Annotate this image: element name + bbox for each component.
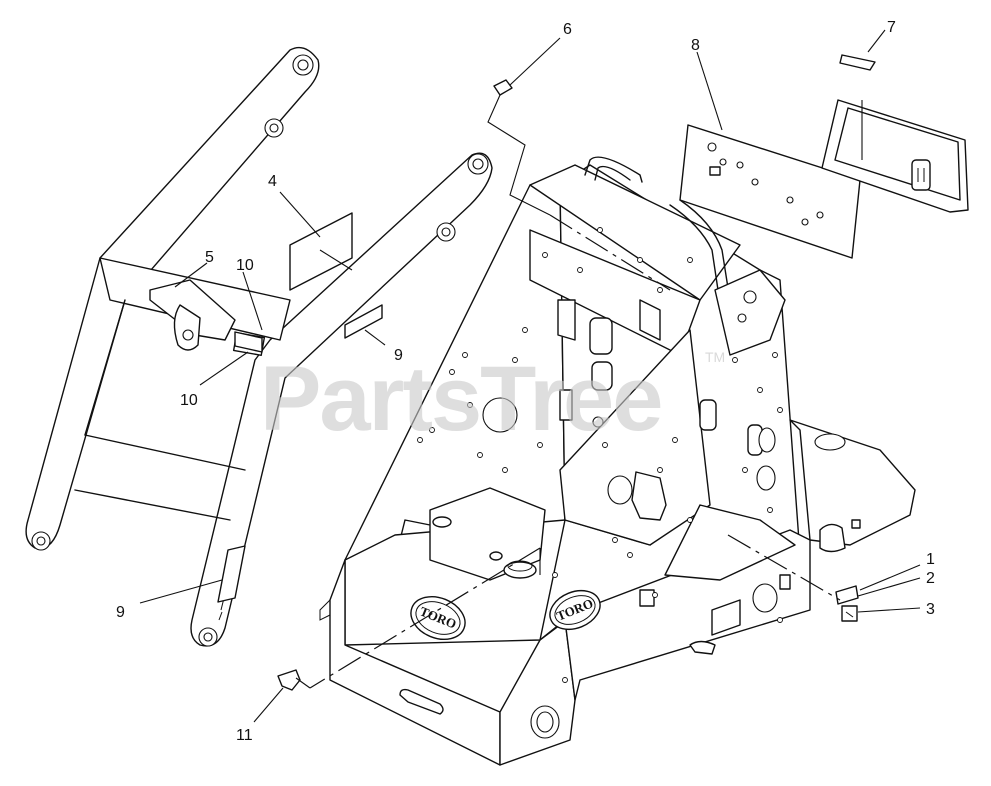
callout-7: 7 [887,19,896,36]
callout-10-upper: 10 [236,257,254,274]
callout-numbers: 1 2 3 4 5 6 7 8 9 9 10 10 11 [116,19,935,744]
watermark-tm: TM [705,349,725,365]
callout-6: 6 [563,21,572,38]
callout-2: 2 [926,570,935,587]
rivet-holes [417,227,783,683]
toro-badge-front: TORO [410,595,466,641]
decal-4 [289,212,353,291]
part-6 [493,79,513,96]
callout-11: 11 [236,727,253,744]
decal-10 [234,331,263,353]
callout-4: 4 [268,173,277,190]
decals-1-2-3 [835,585,859,622]
callout-5: 5 [205,249,214,266]
callout-3: 3 [926,601,935,618]
decal-9-upper [344,304,383,339]
toro-badge-side: TORO [549,589,601,631]
callout-9-lower: 9 [116,604,125,621]
main-frame [319,156,916,766]
watermark: PartsTree [260,348,661,450]
assembly-lines [295,94,863,689]
callout-10-lower: 10 [180,392,198,409]
decal-8 [679,124,861,259]
part-11 [277,669,301,691]
callout-leaders [139,29,921,723]
callout-1: 1 [926,551,935,568]
decal-7-housing [821,54,969,213]
decal-9-lower [217,545,246,603]
callout-8: 8 [691,37,700,54]
callout-9-upper: 9 [394,347,403,364]
